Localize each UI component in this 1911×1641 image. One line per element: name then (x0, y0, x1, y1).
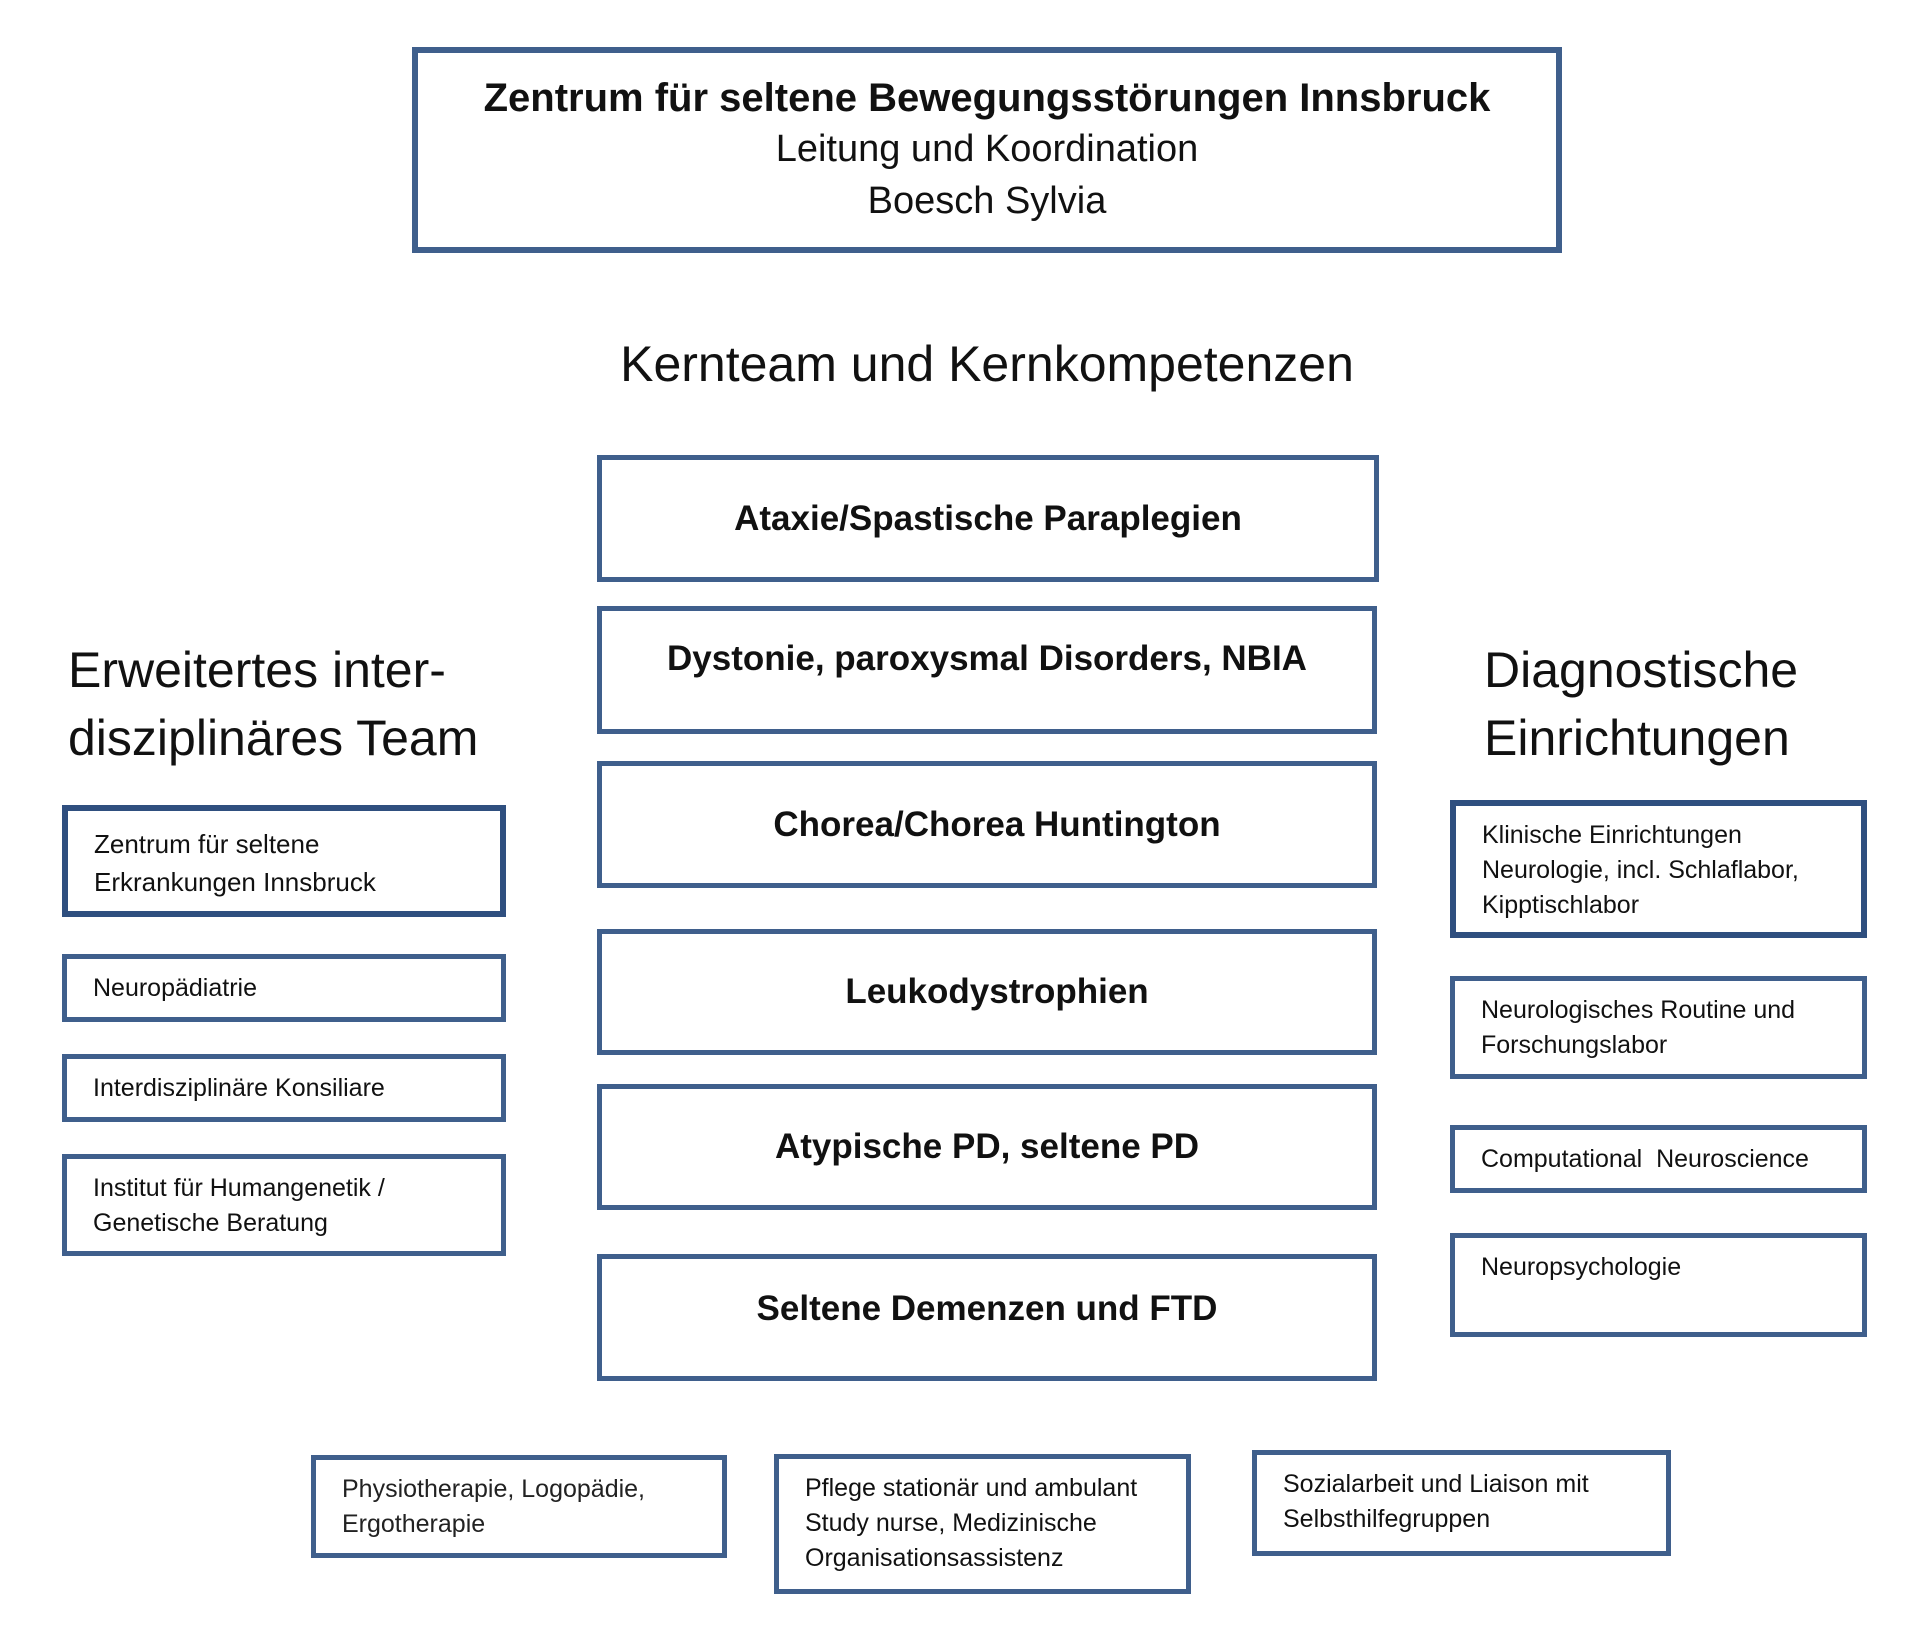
leader-name: Boesch Sylvia (867, 180, 1107, 222)
right-item-clinical-facilities: Klinische Einrichtungen Neurologie, incl… (1450, 800, 1867, 938)
extended-team-heading: Erweitertes inter- disziplinäres Team (68, 636, 478, 772)
core-item-chorea: Chorea/Chorea Huntington (597, 761, 1377, 888)
diagnostic-facilities-heading-line2: Einrichtungen (1484, 710, 1790, 766)
left-item-line1: Interdisziplinäre Konsiliare (93, 1073, 385, 1102)
right-item-line1: Computational Neuroscience (1481, 1144, 1809, 1173)
core-team-heading: Kernteam und Kernkompetenzen (620, 336, 1354, 392)
bottom-item-line1: Physiotherapie, Logopädie, (342, 1475, 646, 1503)
bottom-item-line2: Selbsthilfegruppen (1283, 1505, 1491, 1533)
bottom-item-line1: Pflege stationär und ambulant (805, 1474, 1138, 1502)
left-item-human-genetics: Institut für Humangenetik / Genetische B… (62, 1154, 506, 1256)
core-item-label: Ataxie/Spastische Paraplegien (734, 498, 1242, 538)
left-item-neuropediatrics: Neuropädiatrie (62, 954, 506, 1022)
bottom-item-line3: Organisationsassistenz (805, 1544, 1064, 1572)
left-item-line1: Institut für Humangenetik / (93, 1174, 385, 1202)
core-item-label: Seltene Demenzen und FTD (756, 1289, 1218, 1328)
center-header-box: Zentrum für seltene Bewegungsstörungen I… (412, 47, 1562, 253)
core-item-label: Chorea/Chorea Huntington (773, 804, 1221, 844)
core-item-atypical-pd: Atypische PD, seltene PD (597, 1084, 1377, 1210)
extended-team-heading-line2: disziplinäres Team (68, 710, 479, 766)
right-item-neuro-lab: Neurologisches Routine und Forschungslab… (1450, 976, 1867, 1079)
right-item-line1: Neuropsychologie (1481, 1253, 1682, 1281)
left-item-line2: Genetische Beratung (93, 1209, 328, 1237)
bottom-item-social-work: Sozialarbeit und Liaison mit Selbsthilfe… (1252, 1450, 1671, 1556)
core-item-label: Dystonie, paroxysmal Disorders, NBIA (667, 639, 1307, 678)
bottom-item-nursing: Pflege stationär und ambulant Study nurs… (774, 1454, 1191, 1594)
leadership-label: Leitung und Koordination (775, 128, 1199, 170)
right-item-line1: Neurologisches Routine und (1481, 996, 1796, 1024)
core-item-label: Leukodystrophien (845, 972, 1149, 1011)
bottom-item-line2: Ergotherapie (342, 1510, 486, 1538)
right-item-line1: Klinische Einrichtungen (1482, 821, 1742, 849)
bottom-item-line2: Study nurse, Medizinische (805, 1509, 1097, 1537)
right-item-neuropsychology: Neuropsychologie (1450, 1233, 1867, 1337)
left-item-rare-diseases-center: Zentrum für seltene Erkrankungen Innsbru… (62, 805, 506, 917)
core-item-rare-dementias: Seltene Demenzen und FTD (597, 1254, 1377, 1381)
left-item-line1: Zentrum für seltene (94, 829, 320, 859)
right-item-line2: Forschungslabor (1481, 1031, 1668, 1059)
bottom-item-line1: Sozialarbeit und Liaison mit (1283, 1470, 1589, 1498)
extended-team-heading-line1: Erweitertes inter- (68, 642, 446, 698)
left-item-consultants: Interdisziplinäre Konsiliare (62, 1054, 506, 1122)
right-item-line3: Kipptischlabor (1482, 891, 1640, 919)
core-item-dystonia: Dystonie, paroxysmal Disorders, NBIA (597, 606, 1377, 734)
diagnostic-facilities-heading: Diagnostische Einrichtungen (1484, 636, 1798, 772)
core-item-label: Atypische PD, seltene PD (774, 1127, 1200, 1166)
core-item-ataxia: Ataxie/Spastische Paraplegien (597, 455, 1379, 582)
diagnostic-facilities-heading-line1: Diagnostische (1484, 642, 1799, 698)
right-item-line2: Neurologie, incl. Schlaflabor, (1482, 856, 1799, 884)
right-item-computational-neuroscience: Computational Neuroscience (1450, 1125, 1867, 1193)
center-title: Zentrum für seltene Bewegungsstörungen I… (483, 76, 1491, 120)
core-item-leukodystrophies: Leukodystrophien (597, 929, 1377, 1055)
bottom-item-therapies: Physiotherapie, Logopädie, Ergotherapie (311, 1455, 727, 1558)
left-item-line1: Neuropädiatrie (93, 973, 257, 1002)
left-item-line2: Erkrankungen Innsbruck (94, 867, 376, 897)
